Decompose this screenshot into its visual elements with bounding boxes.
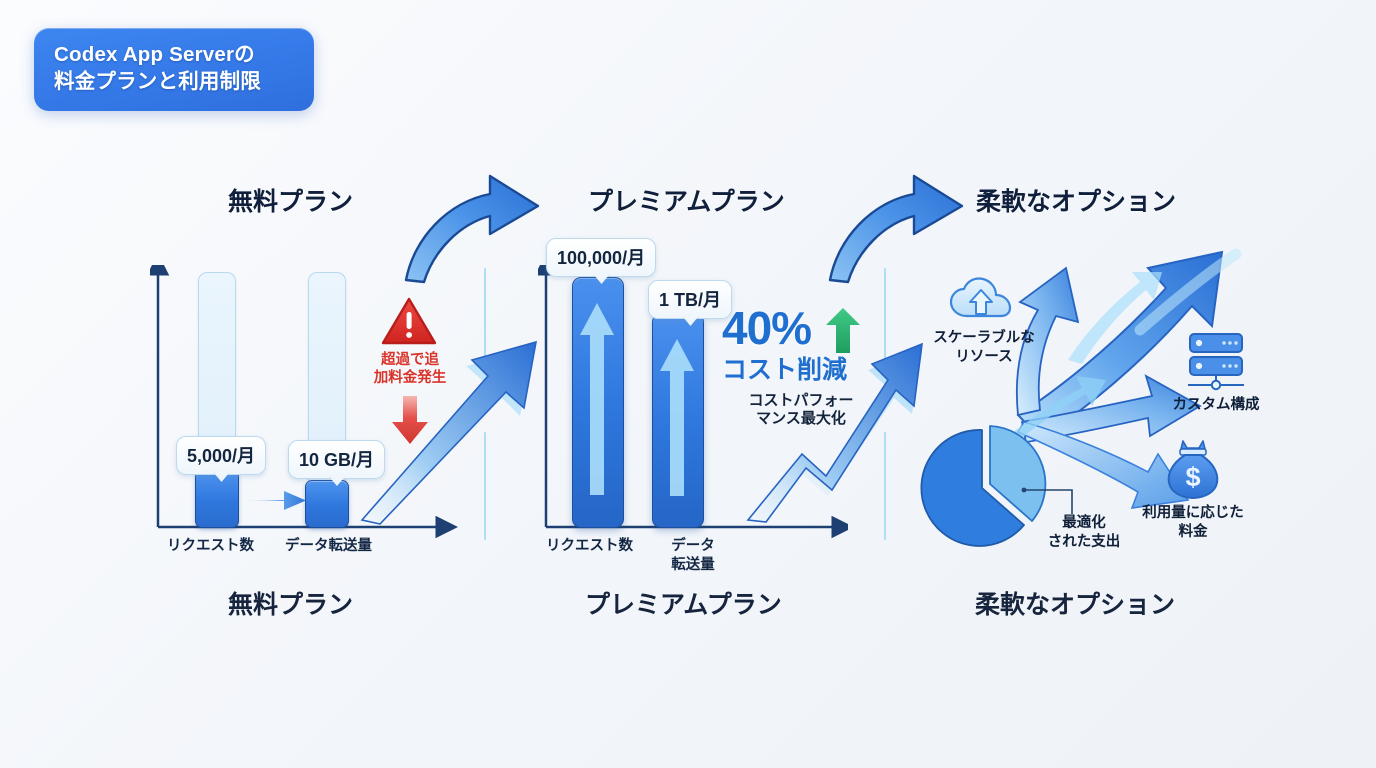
savings-block: 40% コスト削減 コストパフォー マンス最大化 xyxy=(722,305,880,429)
flexible-item-optimized-spend: 最適化 された支出 xyxy=(920,418,1130,558)
pie-chart-icon xyxy=(920,425,1073,547)
divider-2-top xyxy=(884,268,886,368)
section-heading-free: 無料プラン xyxy=(228,188,354,216)
connector-arrow-free-to-premium-icon xyxy=(404,174,540,284)
title-line-1: Codex App Serverの xyxy=(54,43,255,66)
money-label-line-1: 利用量に応じた xyxy=(1142,505,1244,521)
premium-callout-requests: 100,000/月 xyxy=(546,238,657,277)
flexible-item-custom-config: カスタム構成 xyxy=(1152,330,1280,415)
flexible-options-arrow-burst xyxy=(996,248,1242,509)
flexible-item-usage-based-pricing: $ 利用量に応じた 料金 xyxy=(1128,438,1258,542)
money-label-line-2: 料金 xyxy=(1178,523,1208,540)
section-caption-premium: プレミアムプラン xyxy=(585,591,782,619)
savings-up-arrow-icon xyxy=(826,308,860,353)
server-label-line-1: カスタム構成 xyxy=(1172,397,1260,413)
free-bar-value-requests xyxy=(195,470,239,528)
server-rack-icon xyxy=(1188,333,1244,391)
cloud-upload-icon xyxy=(949,277,1012,318)
free-plan-chart xyxy=(150,265,460,540)
free-axis-label-requests: リクエスト数 xyxy=(167,538,254,554)
premium-axis-label-transfer: データ 転送量 xyxy=(662,537,724,574)
section-caption-flexible: 柔軟なオプション xyxy=(975,591,1176,619)
savings-note-line-2: マンス最大化 xyxy=(756,410,846,428)
connector-arrow-premium-to-flexible-icon xyxy=(828,174,964,284)
rising-arrow-premium-to-flexible-icon xyxy=(740,342,923,524)
svg-text:$: $ xyxy=(1185,462,1200,492)
pie-label-line-2: された支出 xyxy=(1047,534,1121,550)
overage-warning-group: 超過で追 加料金発生 xyxy=(358,296,462,446)
pie-label-line-1: 最適化 xyxy=(1062,515,1106,531)
section-caption-free: 無料プラン xyxy=(228,591,354,619)
warning-down-arrow-icon xyxy=(392,396,428,444)
divider-1-top xyxy=(484,268,486,368)
savings-percent: 40% xyxy=(722,302,812,354)
warning-triangle-icon xyxy=(381,297,437,345)
free-callout-requests: 5,000/月 xyxy=(176,436,267,475)
premium-callout-transfer: 1 TB/月 xyxy=(648,280,733,319)
savings-note-line-1: コストパフォー xyxy=(748,391,854,409)
title-line-2: 料金プランと利用制限 xyxy=(54,70,261,94)
premium-bar-requests-up-arrow-icon xyxy=(580,303,614,495)
flexible-item-scalable-resources: スケーラブルな リソース xyxy=(928,276,1040,367)
premium-axis-label-transfer-line-2: 転送量 xyxy=(671,556,715,573)
free-axis-label-transfer: データ転送量 xyxy=(285,538,372,554)
cloud-label-line-2: リソース xyxy=(955,348,1013,365)
premium-axis-label-transfer-line-1: データ xyxy=(671,538,715,554)
rising-arrow-free-to-premium-icon xyxy=(356,340,538,525)
free-plan-growth-arrow-icon xyxy=(240,491,306,510)
title-badge: Codex App Serverの 料金プランと利用制限 xyxy=(34,28,314,111)
divider-1-bottom xyxy=(484,432,486,540)
divider-2-bottom xyxy=(884,432,886,540)
money-bag-icon: $ xyxy=(1167,440,1219,500)
section-heading-flexible: 柔軟なオプション xyxy=(976,188,1177,216)
premium-plan-chart xyxy=(538,265,848,540)
free-callout-transfer: 10 GB/月 xyxy=(288,440,386,479)
free-bar-value-transfer xyxy=(305,480,349,528)
overage-warning-line-2: 加料金発生 xyxy=(373,370,447,386)
cloud-label-line-1: スケーラブルな xyxy=(933,330,1035,346)
premium-axis-label-requests: リクエスト数 xyxy=(546,538,633,554)
savings-label: コスト削減 xyxy=(722,356,848,384)
overage-warning-line-1: 超過で追 xyxy=(381,352,439,368)
section-heading-premium: プレミアムプラン xyxy=(588,188,785,216)
premium-bar-transfer-up-arrow-icon xyxy=(660,339,694,496)
